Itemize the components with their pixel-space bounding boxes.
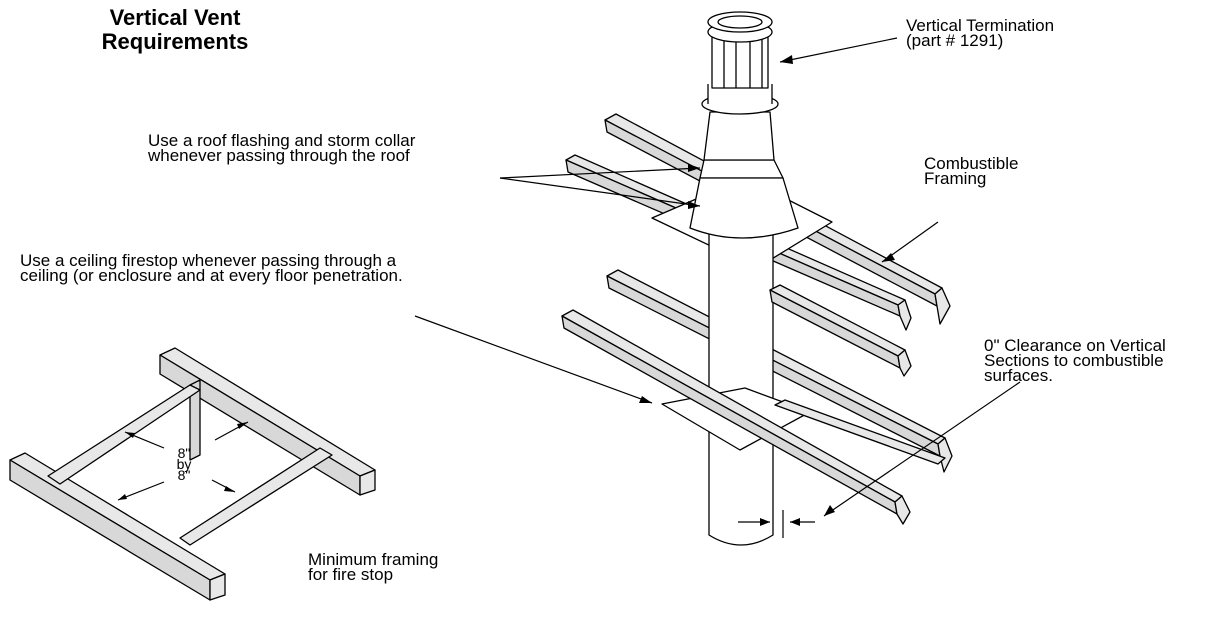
clearance-line-3: surfaces. bbox=[984, 366, 1053, 385]
clearance-line-2: Sections to combustible bbox=[984, 351, 1164, 370]
termination-line-1: Vertical Termination bbox=[906, 16, 1055, 35]
flashing-line-2: whenever passing through the roof bbox=[148, 146, 410, 165]
dimension-label: 8" by 8" bbox=[164, 445, 204, 483]
dimension-line-3: 8" bbox=[177, 467, 191, 483]
title-line-1: Vertical Vent bbox=[109, 5, 241, 30]
termination-line-2: (part # 1291) bbox=[906, 31, 1004, 50]
combustible-line-1: Combustible bbox=[924, 154, 1019, 173]
flashing-line-1: Use a roof flashing and storm collar bbox=[148, 131, 416, 150]
vent-pipe bbox=[708, 229, 774, 546]
flashing-label: Use a roof flashing and storm collar whe… bbox=[148, 131, 416, 165]
framing-line-2: for fire stop bbox=[308, 565, 394, 584]
termination-label: Vertical Termination (part # 1291) bbox=[906, 16, 1055, 50]
lower-middle-joist bbox=[774, 399, 946, 465]
clearance-line-1: 0" Clearance on Vertical bbox=[984, 336, 1166, 355]
dimension-line-2: by bbox=[176, 456, 192, 472]
clearance-label: 0" Clearance on Vertical Sections to com… bbox=[984, 336, 1166, 385]
firestop-line-2: ceiling (or enclosure and at every floor… bbox=[20, 266, 403, 285]
storm-collar bbox=[699, 159, 784, 179]
framing-label: Minimum framing for fire stop bbox=[308, 550, 439, 584]
vertical-termination bbox=[701, 11, 779, 115]
firestop-framing bbox=[9, 347, 376, 601]
firestop-line-1: Use a ceiling firestop whenever passing … bbox=[20, 251, 397, 270]
dimension-line-1: 8" bbox=[177, 445, 191, 461]
title-line-2: Requirements bbox=[101, 29, 249, 54]
middle-joist bbox=[769, 284, 912, 377]
diagram-title: Vertical Vent Requirements bbox=[70, 6, 280, 54]
framing-line-1: Minimum framing bbox=[308, 550, 439, 569]
flashing-cone bbox=[689, 177, 799, 239]
combustible-label: Combustible Framing bbox=[924, 154, 1019, 188]
lower-front-joist bbox=[561, 309, 911, 525]
combustible-line-2: Framing bbox=[924, 169, 987, 188]
firestop-label: Use a ceiling firestop whenever passing … bbox=[20, 251, 403, 285]
